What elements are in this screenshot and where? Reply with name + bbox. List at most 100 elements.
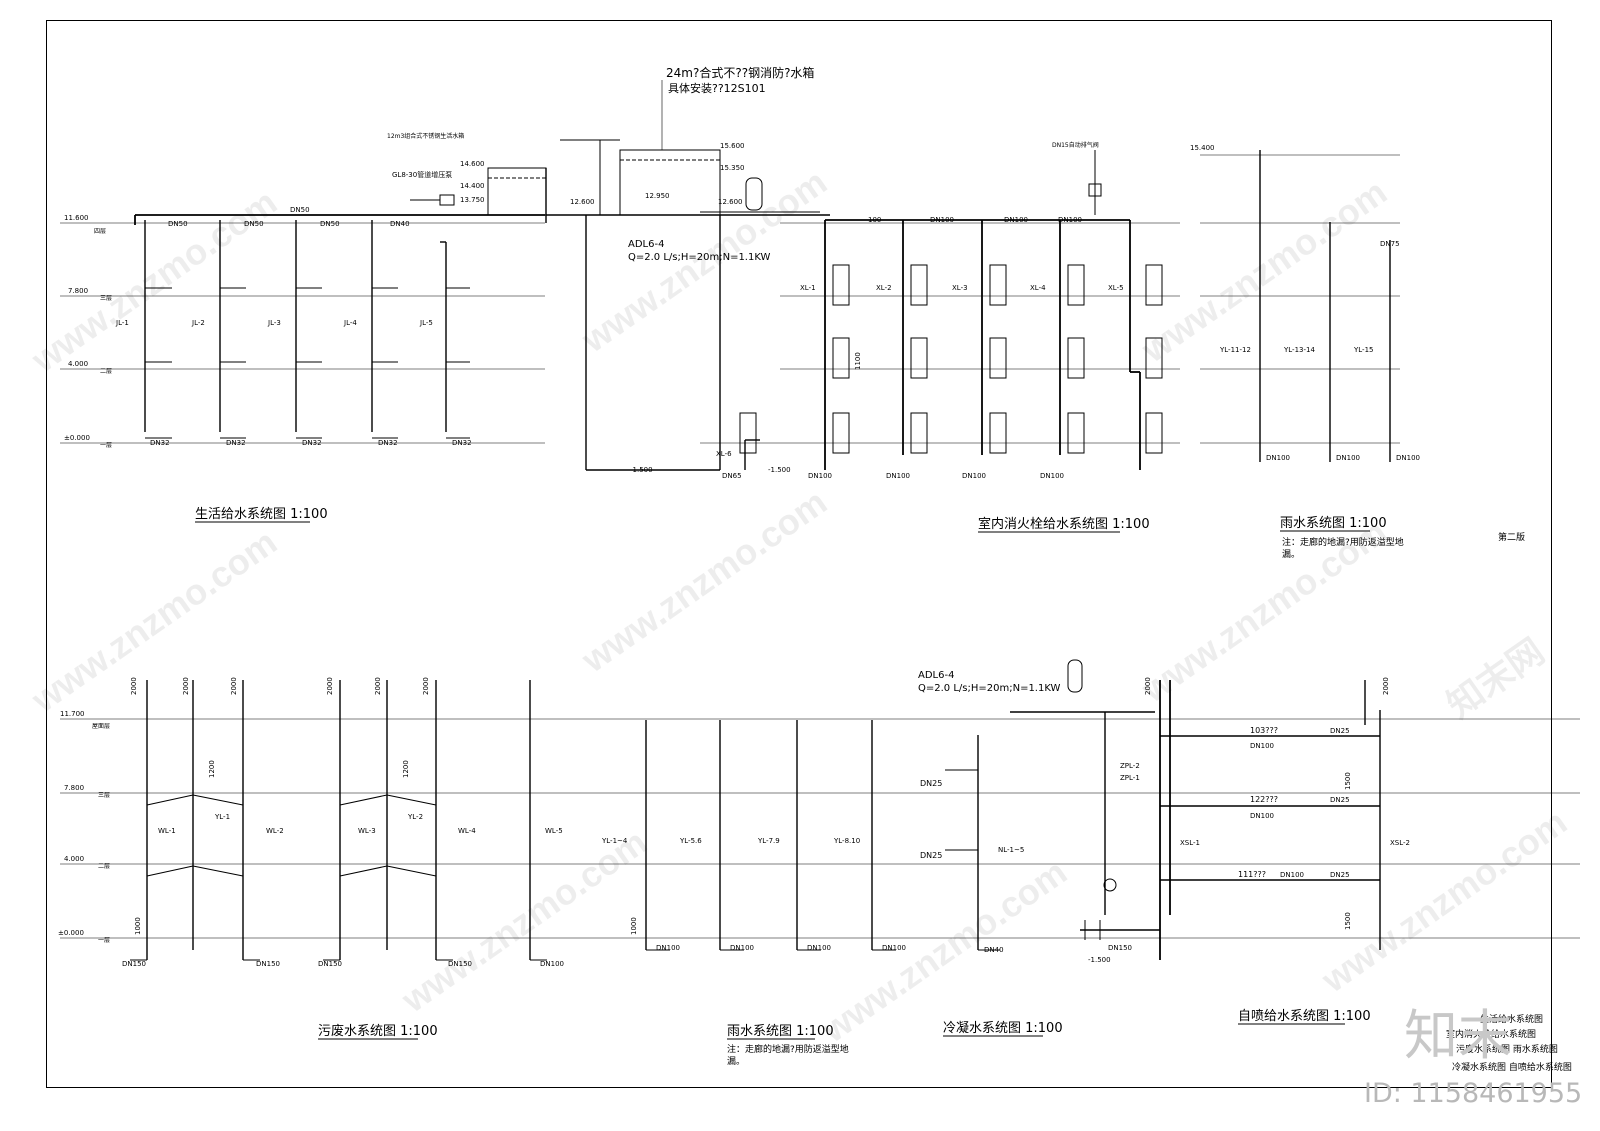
level-bot-2: 4.000 xyxy=(64,855,84,863)
sprinkler-dn100-a: DN100 xyxy=(1250,742,1274,750)
riser-wl-2: WL-2 xyxy=(266,827,284,835)
dim-1500-b: 1500 xyxy=(1344,912,1352,930)
riser-xsl-2: XSL-2 xyxy=(1390,839,1410,847)
dim-2000-a: 2000 xyxy=(130,677,138,695)
pipe-dn100-k: DN100 xyxy=(540,960,564,968)
pipe-dn50-c: DN50 xyxy=(320,220,340,228)
sprinkler-dn25-b: DN25 xyxy=(1330,796,1350,804)
elev-15400: 15.400 xyxy=(1190,144,1215,152)
note-rain-top-1: 注：走廊的地漏?用防返溢型地 xyxy=(1282,536,1404,548)
fire-water-tank xyxy=(546,80,830,216)
dim-1000-b: 1000 xyxy=(630,917,638,935)
level-top-4: 11.600 xyxy=(64,214,89,222)
tank-label-2: 具体安装??12S101 xyxy=(668,81,766,95)
pipe-dn100-i: DN100 xyxy=(1336,454,1360,462)
riser-wl-1: WL-1 xyxy=(158,827,176,835)
riser-yl-11-12: YL-11-12 xyxy=(1219,346,1251,354)
floor-bot-3: 三层 xyxy=(98,792,110,799)
elev-14400: 14.400 xyxy=(460,182,485,190)
riser-jl-5: JL-5 xyxy=(419,319,433,327)
note-rain-top-2: 漏。 xyxy=(1282,548,1300,560)
pipe-dn65: DN65 xyxy=(722,472,742,480)
pipe-dn100-o: DN100 xyxy=(882,944,906,952)
elev-15350: 15.350 xyxy=(720,164,745,172)
pump-label-2: Q=2.0 L/s;H=20m;N=1.1KW xyxy=(628,252,771,263)
riser-yl-5-6: YL-5.6 xyxy=(679,837,702,845)
elev-14600: 14.600 xyxy=(460,160,485,168)
riser-xl-1: XL-1 xyxy=(800,284,816,292)
riser-yl-7-9: YL-7.9 xyxy=(757,837,780,845)
title-rain-bottom: 雨水系统图 1:100 xyxy=(727,1024,834,1039)
domestic-water-system xyxy=(60,167,721,471)
sewage-system xyxy=(60,680,1580,961)
level-top-2: 4.000 xyxy=(68,360,88,368)
dim-2000-d: 2000 xyxy=(326,677,334,695)
pipe-dn150-d: DN150 xyxy=(448,960,472,968)
riser-jl-1: JL-1 xyxy=(115,319,129,327)
level-bot-1: ±0.000 xyxy=(58,929,84,937)
bottom-level-markers: 11.700 屋面层 7.800 三层 4.000 二层 ±0.000 一层 xyxy=(58,710,110,944)
title-domestic-water: 生活给水系统图 1:100 xyxy=(195,507,328,522)
pipe-dn50-main: DN50 xyxy=(290,206,310,214)
drawing-frame xyxy=(46,20,1552,1088)
riser-xl-3: XL-3 xyxy=(952,284,968,292)
condensate-system xyxy=(945,735,1000,951)
pump-label-b2: Q=2.0 L/s;H=20m;N=1.1KW xyxy=(918,683,1061,694)
sprinkler-103: 103??? xyxy=(1250,726,1278,735)
sprinkler-111: 111??? xyxy=(1238,870,1266,879)
riser-jl-4: JL-4 xyxy=(343,319,357,327)
dim-2000-f: 2000 xyxy=(422,677,430,695)
riser-yl-1-4: YL-1~4 xyxy=(601,837,628,845)
sprinkler-dn100-b: DN100 xyxy=(1250,812,1274,820)
pipe-dn100-l: DN100 xyxy=(656,944,680,952)
pump-label-b1: ADL6-4 xyxy=(918,670,954,681)
title-fire-hydrant: 室内消火栓给水系统图 1:100 xyxy=(978,516,1150,532)
dim-2000-b: 2000 xyxy=(182,677,190,695)
riser-yl-8-10: YL-8.10 xyxy=(833,837,860,845)
title-rain-top: 雨水系统图 1:100 xyxy=(1280,516,1387,531)
floor-bot-2: 二层 xyxy=(98,863,110,870)
dim-1200-a: 1200 xyxy=(208,760,216,778)
pump-label-1: ADL6-4 xyxy=(628,239,664,250)
title-sewage: 污废水系统图 1:100 xyxy=(318,1023,438,1039)
pipe-dn75: DN75 xyxy=(1380,240,1400,248)
dim-1000-a: 1000 xyxy=(134,917,142,935)
pipe-dn100-d: DN100 xyxy=(808,472,832,480)
pipe-dn100-j: DN100 xyxy=(1396,454,1420,462)
pipe-dn100-h: DN100 xyxy=(1266,454,1290,462)
elev-neg1500-b: -1.500 xyxy=(768,466,791,474)
dim-2000-c: 2000 xyxy=(230,677,238,695)
fire-hydrant-system xyxy=(700,150,1180,470)
pipe-dn50-a: DN50 xyxy=(168,220,188,228)
elev-12600b: 12.600 xyxy=(718,198,743,206)
elev-12600a: 12.600 xyxy=(570,198,595,206)
riser-yl-13-14: YL-13-14 xyxy=(1283,346,1315,354)
pipe-dn32-b: DN32 xyxy=(226,439,246,447)
riser-yl-1: YL-1 xyxy=(214,813,230,821)
elev-15600: 15.600 xyxy=(720,142,745,150)
pipe-100: 100 xyxy=(868,216,881,224)
exhaust-valve-label: DN15自动排气阀 xyxy=(1052,141,1099,149)
pipe-dn100-m: DN100 xyxy=(730,944,754,952)
page-number: 第二版 xyxy=(1498,531,1525,543)
elev-neg1500-c: -1.500 xyxy=(1088,956,1111,964)
elev-13750: 13.750 xyxy=(460,196,485,204)
watermark-id: ID: 1158461955 xyxy=(1364,1078,1582,1109)
dim-1100: 1100 xyxy=(854,352,862,370)
pipe-dn100-b: DN100 xyxy=(1004,216,1028,224)
rain-system-top xyxy=(1200,150,1400,462)
pipe-dn100-f: DN100 xyxy=(962,472,986,480)
legend-line-1: 生活给水系统图 xyxy=(1480,1013,1543,1025)
level-top-3: 7.800 xyxy=(68,287,88,295)
floor-top-4: 四层 xyxy=(94,228,106,235)
riser-wl-3: WL-3 xyxy=(358,827,376,835)
floor-bot-1: 一层 xyxy=(98,937,110,944)
riser-jl-2: JL-2 xyxy=(191,319,205,327)
note-rain-bottom-2: 漏。 xyxy=(727,1055,745,1067)
level-bot-3: 7.800 xyxy=(64,784,84,792)
floor-top-3: 三层 xyxy=(100,295,112,302)
sprinkler-dn25-c: DN25 xyxy=(1330,871,1350,879)
legend-line-4: 冷凝水系统图 自喷给水系统图 xyxy=(1452,1061,1572,1073)
pipe-dn40-b: DN40 xyxy=(984,946,1004,954)
